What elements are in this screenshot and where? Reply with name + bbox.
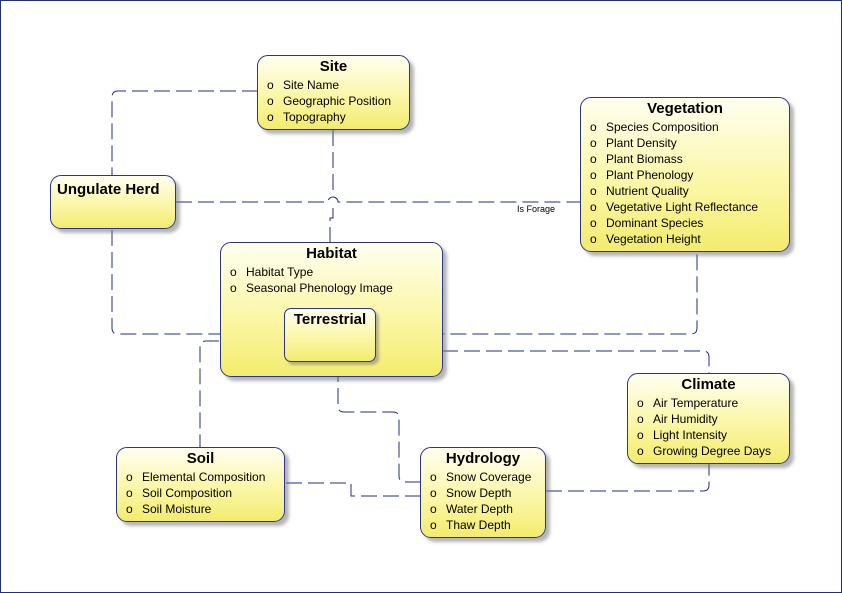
- entity-title: Ungulate Herd: [57, 181, 160, 198]
- line-soil-hydrology: [286, 482, 420, 497]
- line-site-ungulate: [111, 90, 258, 176]
- is-forage-label: Is Forage: [516, 204, 557, 214]
- entity-title: Hydrology: [445, 450, 521, 467]
- entity-terrestrial[interactable]: Terrestrial: [284, 308, 376, 362]
- entity-title: Climate: [681, 376, 736, 393]
- entity-title: Vegetation: [647, 100, 723, 117]
- line-hydrology-climate: [546, 463, 710, 492]
- entity-ungulate-herd[interactable]: Ungulate Herd: [50, 175, 176, 229]
- entity-title: Soil: [186, 450, 215, 467]
- entity-title: Terrestrial: [293, 311, 367, 328]
- line-terrestrial-climate: [376, 350, 710, 374]
- line-terrestrial-hydrology: [337, 366, 420, 483]
- line-habitat-soil: [199, 340, 285, 448]
- entity-title: Habitat: [306, 245, 357, 262]
- line-is-forage: [176, 196, 581, 203]
- entity-title: Site: [319, 58, 348, 75]
- line-ungulate-vegetation-loop: [111, 230, 698, 335]
